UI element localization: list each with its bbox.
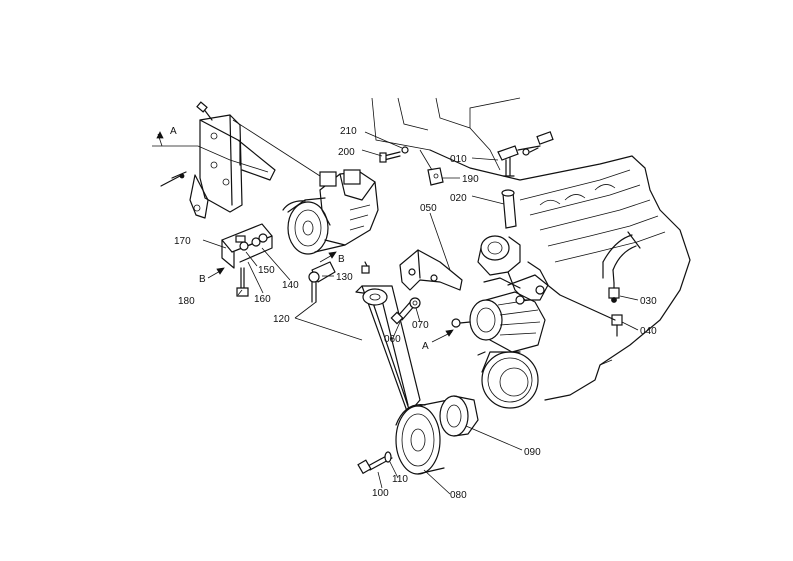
mounting-plate	[221, 223, 273, 269]
pulley-hub-090	[439, 395, 479, 437]
leader-lines	[202, 119, 639, 495]
water-pump-assembly	[451, 235, 616, 353]
hose-fitting-030	[608, 282, 620, 303]
callout-130: 130	[336, 272, 353, 283]
marker-b-right-label: B	[338, 254, 345, 265]
callout-030: 030	[640, 296, 657, 307]
callout-160: 160	[254, 294, 271, 305]
reference-marker-a-top	[152, 131, 269, 173]
callout-090: 090	[524, 447, 541, 458]
fan-pulley	[477, 351, 539, 409]
washer-110	[384, 451, 392, 463]
sensor-010	[497, 131, 554, 177]
callout-060: 060	[384, 334, 401, 345]
callout-190: 190	[462, 174, 479, 185]
coolant-hose	[602, 231, 641, 284]
callout-labels: 010 020 030 040 050 060 070 080 090 100 …	[170, 126, 657, 501]
crankshaft-pulley-080	[395, 399, 461, 475]
callout-020: 020	[450, 193, 467, 204]
callout-140: 140	[282, 280, 299, 291]
callout-170: 170	[174, 236, 191, 247]
callout-100: 100	[372, 488, 389, 499]
reference-marker-b-right	[319, 251, 337, 263]
callout-210: 210	[340, 126, 357, 137]
bolt-180	[236, 267, 249, 297]
reference-marker-b-left	[207, 267, 225, 279]
marker-a-bottom-label: A	[422, 341, 429, 352]
callout-010: 010	[450, 154, 467, 165]
engine-block	[371, 97, 691, 401]
washer-210	[401, 146, 409, 154]
compressor-bracket	[160, 101, 276, 219]
marker-b-left-label: B	[199, 274, 206, 285]
callout-120: 120	[273, 314, 290, 325]
marker-a-top-label: A	[170, 126, 177, 137]
hose-fitting-040	[611, 314, 623, 337]
callout-070: 070	[412, 320, 429, 331]
callout-180: 180	[178, 296, 195, 307]
reference-marker-a-bottom	[431, 329, 454, 343]
clamp-190	[427, 167, 444, 186]
tensioner-arm-130	[308, 261, 336, 303]
tensioner-bracket-050	[399, 249, 463, 291]
callout-050: 050	[420, 203, 437, 214]
nut-070	[409, 297, 421, 309]
small-nut	[361, 261, 370, 274]
callout-150: 150	[258, 265, 275, 276]
callout-110: 110	[392, 474, 408, 485]
ac-compressor	[282, 169, 379, 255]
callout-080: 080	[450, 490, 467, 501]
callout-200: 200	[338, 147, 355, 158]
bolt-200	[379, 151, 401, 163]
sensor-tube-020	[501, 189, 517, 229]
idler-pulley	[362, 288, 388, 306]
callout-040: 040	[640, 326, 657, 337]
